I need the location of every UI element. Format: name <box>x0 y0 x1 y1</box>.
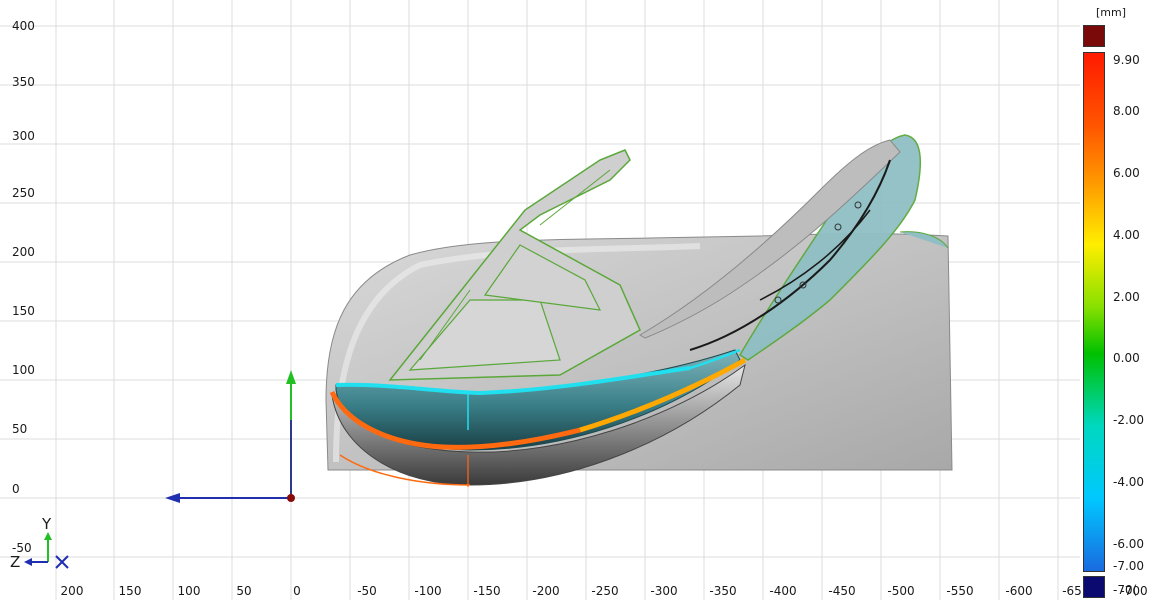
legend-value: 0.00 <box>1113 351 1140 365</box>
triad-y-label: Y <box>42 515 52 533</box>
x-tick-label: -65 <box>1062 584 1082 598</box>
legend-value: 8.00 <box>1113 104 1140 118</box>
y-tick-label: 150 <box>12 304 35 318</box>
y-tick-label: -50 <box>12 541 32 555</box>
legend-value: -6.00 <box>1113 537 1145 551</box>
x-tick-label: -600 <box>1005 584 1033 598</box>
legend-value: -70( <box>1113 583 1138 597</box>
triad-z-label: Z <box>10 553 21 571</box>
x-tick-label: -350 <box>709 584 737 598</box>
y-tick-label: 400 <box>12 19 35 33</box>
x-tick-label: 100 <box>177 584 201 598</box>
legend-value: 2.00 <box>1113 290 1140 304</box>
x-tick-label: -50 <box>357 584 377 598</box>
y-tick-label: 350 <box>12 75 35 89</box>
x-tick-label: -400 <box>769 584 797 598</box>
legend-value: -2.00 <box>1113 413 1145 427</box>
y-tick-label: 100 <box>12 363 35 377</box>
x-tick-label: -700 <box>1120 584 1148 598</box>
x-tick-label: -100 <box>414 584 442 598</box>
y-tick-label: 0 <box>12 482 20 496</box>
y-tick-label: 250 <box>12 186 35 200</box>
deviation-edges <box>329 348 747 487</box>
origin-axes <box>165 370 296 503</box>
colorbar <box>1083 52 1105 572</box>
x-tick-label: -300 <box>650 584 678 598</box>
colorbar-top-cap <box>1083 25 1105 47</box>
upper-arm-part <box>639 134 949 361</box>
colorbar-bottom-cap <box>1083 576 1105 598</box>
x-tick-label: -550 <box>946 584 974 598</box>
x-tick-label: -500 <box>887 584 915 598</box>
x-tick-label: -200 <box>532 584 560 598</box>
x-tick-label: -250 <box>591 584 619 598</box>
bracket-frame <box>388 149 641 381</box>
x-tick-label: 50 <box>236 584 252 598</box>
legend-value: -7.00 <box>1113 559 1145 573</box>
legend-value: 9.90 <box>1113 53 1140 67</box>
x-tick-label: -150 <box>473 584 501 598</box>
legend-value: 6.00 <box>1113 166 1140 180</box>
legend-value: -4.00 <box>1113 475 1145 489</box>
legend-units: [mm] <box>1096 6 1127 19</box>
orientation-triad <box>24 532 69 569</box>
y-tick-label: 200 <box>12 245 35 259</box>
y-tick-label: 50 <box>12 422 28 436</box>
legend-value: 4.00 <box>1113 228 1140 242</box>
y-tick-label: 300 <box>12 129 35 143</box>
x-tick-label: 150 <box>118 584 142 598</box>
x-tick-label: 0 <box>293 584 301 598</box>
x-tick-label: 200 <box>60 584 84 598</box>
x-tick-label: -450 <box>828 584 856 598</box>
